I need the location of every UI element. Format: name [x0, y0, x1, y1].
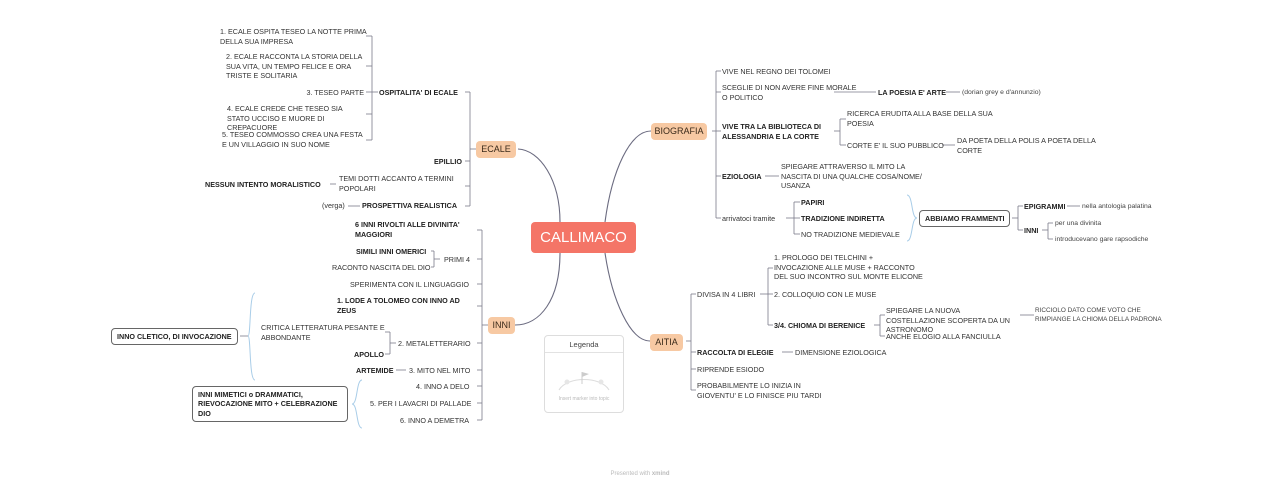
- bio-regno[interactable]: VIVE NEL REGNO DEI TOLOMEI: [722, 67, 831, 76]
- branch-biografia[interactable]: BIOGRAFIA: [651, 123, 707, 140]
- bio-inni[interactable]: INNI: [1024, 226, 1039, 235]
- bio-dorian[interactable]: (dorian grey e d'annunzio): [962, 89, 1041, 96]
- bio-tradizione[interactable]: TRADIZIONE INDIRETTA: [801, 214, 885, 223]
- inni-mito[interactable]: 3. MITO NEL MITO: [409, 366, 471, 375]
- bio-vive-tra[interactable]: VIVE TRA LA BIBLIOTECA DI ALESSANDRIA E …: [722, 122, 822, 141]
- branch-ecale[interactable]: ECALE: [476, 141, 516, 158]
- inni-critica[interactable]: CRITICA LETTERATURA PESANTE E ABBONDANTE: [261, 323, 385, 342]
- aitia-probabilmente[interactable]: PROBABILMENTE LO INIZIA IN GIOVENTU' E L…: [697, 381, 822, 400]
- inni-pallade[interactable]: 5. PER I LAVACRI DI PALLADE: [370, 399, 472, 408]
- ecale-verga[interactable]: (verga): [322, 201, 345, 210]
- footer-credit: Presented with xmind: [0, 471, 1280, 477]
- aitia-dimensione[interactable]: DIMENSIONE EZIOLOGICA: [795, 348, 887, 357]
- ecale-item-3[interactable]: 3. TESEO PARTE: [306, 88, 364, 97]
- bio-no-tradizione[interactable]: NO TRADIZIONE MEDIEVALE: [801, 230, 900, 239]
- ecale-epillio[interactable]: EPILLIO: [434, 157, 462, 166]
- bio-arrivatoci[interactable]: arrivatoci tramite: [722, 214, 776, 223]
- aitia-elogio[interactable]: ANCHE ELOGIO ALLA FANCIULLA: [886, 332, 1001, 341]
- inni-primi-4[interactable]: PRIMI 4: [444, 255, 470, 264]
- inni-lode[interactable]: 1. LODE A TOLOMEO CON INNO AD ZEUS: [337, 296, 460, 315]
- bio-sceglie[interactable]: SCEGLIE DI NON AVERE FINE MORALE O POLIT…: [722, 83, 857, 102]
- inni-delo[interactable]: 4. INNO A DELO: [416, 382, 470, 391]
- inni-cletico-summary[interactable]: INNO CLETICO, DI INVOCAZIONE: [111, 328, 238, 346]
- ecale-temi[interactable]: TEMI DOTTI ACCANTO A TERMINI POPOLARI: [339, 174, 454, 193]
- xmind-logo[interactable]: xmind: [651, 471, 670, 477]
- branch-aitia[interactable]: AITIA: [650, 334, 683, 351]
- ecale-nessun-intento[interactable]: NESSUN INTENTO MORALISTICO: [205, 180, 321, 189]
- bio-papiri[interactable]: PAPIRI: [801, 198, 825, 207]
- ecale-prospettiva[interactable]: PROSPETTIVA REALISTICA: [362, 201, 458, 210]
- aitia-riprende[interactable]: RIPRENDE ESIODO: [697, 365, 765, 374]
- footer-prefix: Presented with: [610, 471, 651, 477]
- branch-inni[interactable]: INNI: [488, 317, 515, 334]
- ecale-item-1[interactable]: 1. ECALE OSPITA TESEO LA NOTTE PRIMA DEL…: [220, 27, 367, 46]
- inni-metaletterario[interactable]: 2. METALETTERARIO: [398, 339, 471, 348]
- bio-corte[interactable]: CORTE E' IL SUO PUBBLICO: [847, 141, 944, 150]
- bio-ricerca[interactable]: RICERCA ERUDITA ALLA BASE DELLA SUA POES…: [847, 109, 993, 128]
- inni-sperimenta[interactable]: SPERIMENTA CON IL LINGUAGGIO: [350, 280, 470, 289]
- aitia-colloquio[interactable]: 2. COLLOQUIO CON LE MUSE: [774, 290, 877, 299]
- bio-poesia-arte[interactable]: LA POESIA E' ARTE: [878, 88, 946, 97]
- aitia-chioma[interactable]: 3/4. CHIOMA DI BERENICE: [774, 321, 866, 330]
- bio-antologia[interactable]: nella antologia palatina: [1082, 203, 1152, 210]
- legend-hint: Insert marker into topic: [558, 396, 610, 402]
- central-topic[interactable]: CALLIMACO: [531, 222, 636, 253]
- aitia-prologo[interactable]: 1. PROLOGO DEI TELCHINI + INVOCAZIONE AL…: [774, 253, 923, 282]
- flag-marker-icon: [558, 372, 610, 391]
- inni-demetra[interactable]: 6. INNO A DEMETRA: [400, 416, 470, 425]
- legend-title: Legenda: [569, 340, 599, 349]
- bio-per-divinita[interactable]: per una divinita: [1055, 220, 1102, 227]
- aitia-ricciolo[interactable]: RICCIOLO DATO COME VOTO CHE RIMPIANGE LA…: [1035, 307, 1162, 323]
- legend-panel[interactable]: Legenda Insert marker into topic: [544, 335, 624, 413]
- inni-racconto[interactable]: RACONTO NASCITA DEL DIO: [332, 263, 431, 272]
- inni-simili[interactable]: SIMILI INNI OMERICI: [356, 247, 427, 256]
- ecale-item-2[interactable]: 2. ECALE RACCONTA LA STORIA DELLA SUA VI…: [226, 52, 362, 81]
- bio-abbiamo-summary[interactable]: ABBIAMO FRAMMENTI: [919, 210, 1011, 228]
- bio-eziologia[interactable]: EZIOLOGIA: [722, 172, 762, 181]
- bio-da-poeta[interactable]: DA POETA DELLA POLIS A POETA DELLA CORTE: [957, 136, 1096, 155]
- aitia-raccolta[interactable]: RACCOLTA DI ELEGIE: [697, 348, 774, 357]
- ecale-item-5[interactable]: 5. TESEO COMMOSSO CREA UNA FESTA E UN VI…: [222, 130, 363, 149]
- legend-divider: [545, 352, 623, 353]
- aitia-spiegare[interactable]: SPIEGARE LA NUOVA COSTELLAZIONE SCOPERTA…: [886, 306, 1010, 335]
- inni-artemide[interactable]: ARTEMIDE: [356, 366, 394, 375]
- inni-sei[interactable]: 6 INNI RIVOLTI ALLE DIVINITA' MAGGIORI: [355, 220, 460, 239]
- inni-apollo[interactable]: APOLLO: [354, 350, 384, 359]
- ecale-ospitalita[interactable]: OSPITALITA' DI ECALE: [379, 88, 458, 97]
- bio-spiegare[interactable]: SPIEGARE ATTRAVERSO IL MITO LA NASCITA D…: [781, 162, 922, 191]
- ecale-item-4[interactable]: 4. ECALE CREDE CHE TESEO SIA STATO UCCIS…: [227, 104, 343, 133]
- bio-introducevano[interactable]: introducevano gare rapsodiche: [1055, 236, 1149, 243]
- inni-mimetici-summary[interactable]: INNI MIMETICI o DRAMMATICI, RIEVOCAZIONE…: [192, 386, 348, 423]
- bio-epigrammi[interactable]: EPIGRAMMI: [1024, 202, 1066, 211]
- aitia-divisa[interactable]: DIVISA IN 4 LIBRI: [697, 290, 756, 299]
